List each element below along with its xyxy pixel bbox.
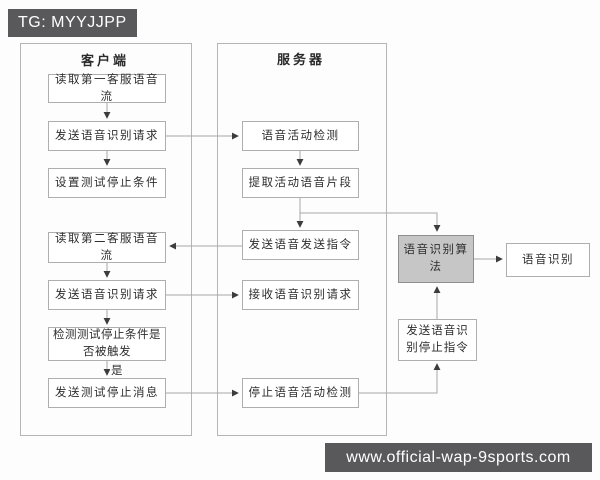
- node-extract-active-voice-segment: 提取活动语音片段: [242, 168, 359, 198]
- node-voice-activity-detection: 语音活动检测: [242, 121, 359, 151]
- node-set-test-stop-condition: 设置测试停止条件: [48, 168, 166, 198]
- server-lane-frame: [217, 43, 387, 436]
- yes-branch-label: 是: [110, 362, 124, 378]
- node-check-stop-condition-triggered: 检测测试停止条件是否被触发: [48, 327, 166, 361]
- node-stop-voice-activity-detection: 停止语音活动检测: [242, 378, 359, 408]
- server-lane-title: 服务器: [276, 52, 325, 67]
- tg-watermark-badge: TG: MYYJJPP: [8, 9, 137, 37]
- client-lane-frame: [20, 43, 192, 436]
- node-send-test-stop-message: 发送测试停止消息: [48, 378, 166, 408]
- node-send-voice-send-command: 发送语音发送指令: [242, 230, 359, 260]
- node-read-second-voice-stream: 读取第二客服语音流: [48, 232, 166, 263]
- node-asr-algorithm: 语音识别算法: [398, 235, 474, 283]
- node-read-first-voice-stream: 读取第一客服语音流: [48, 74, 166, 103]
- node-receive-asr-request: 接收语音识别请求: [242, 280, 359, 310]
- node-asr-result: 语音识别: [506, 243, 590, 277]
- site-watermark-badge: www.official-wap-9sports.com: [325, 443, 592, 472]
- client-lane-title: 客户端: [80, 53, 129, 68]
- node-send-asr-request-2: 发送语音识别请求: [48, 280, 166, 310]
- node-send-asr-stop-command: 发送语音识别停止指令: [398, 319, 477, 361]
- tg-watermark-text: TG: MYYJJPP: [18, 14, 127, 31]
- node-send-asr-request-1: 发送语音识别请求: [48, 121, 166, 151]
- site-watermark-text: www.official-wap-9sports.com: [346, 448, 571, 466]
